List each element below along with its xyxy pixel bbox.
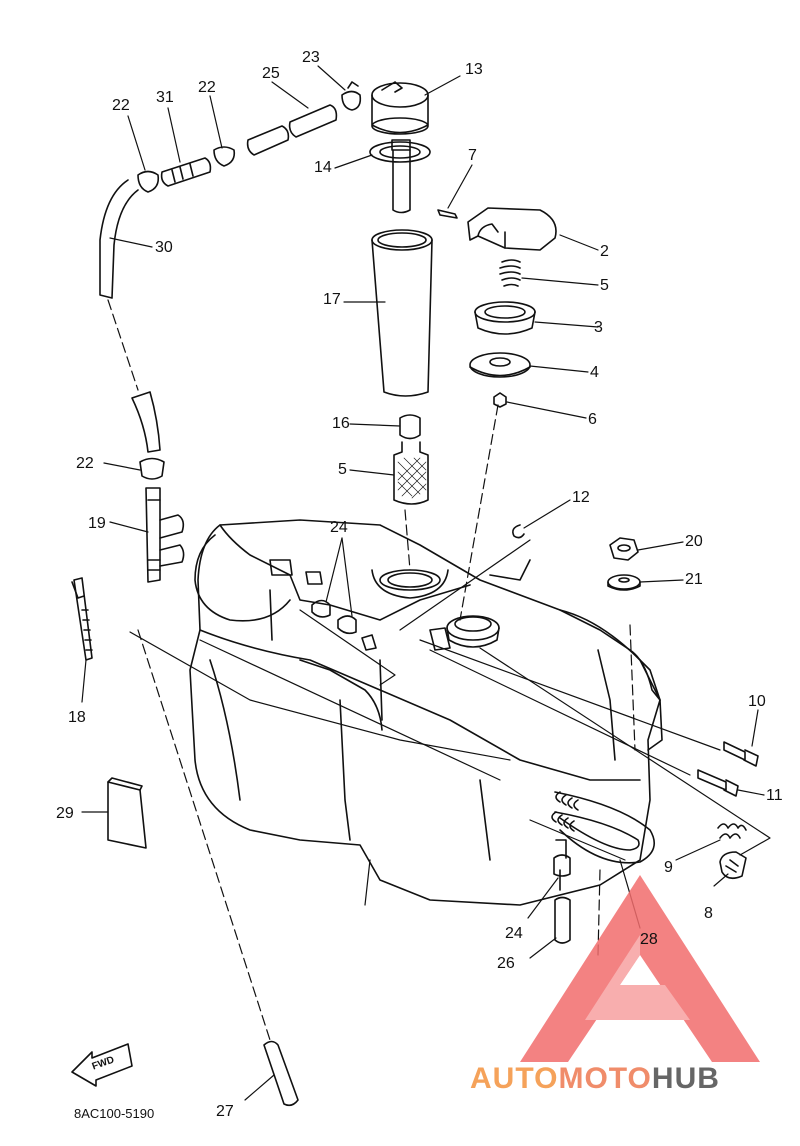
part-25-hose: [246, 104, 338, 156]
part-7-pin: [437, 209, 458, 219]
part-6-nut: [493, 392, 507, 408]
label-21: 21: [685, 571, 703, 588]
logo-moto: MOTO: [558, 1062, 652, 1095]
drawing-code: 8AC100-5190: [74, 1106, 155, 1121]
label-17: 17: [323, 291, 341, 308]
label-16: 16: [332, 415, 350, 432]
part-18-cable-tie: [71, 577, 93, 661]
label-leaders: [81, 65, 765, 1101]
label-24-b: 24: [505, 925, 523, 942]
fuel-tank: [189, 519, 663, 906]
label-24-a: 24: [330, 519, 348, 536]
logo-auto: AUTO: [470, 1062, 559, 1095]
label-28: 28: [640, 931, 658, 948]
part-10-bolt: [723, 741, 759, 767]
fwd-arrow: [71, 1043, 133, 1087]
watermark-triangle: [520, 875, 760, 1062]
label-30: 30: [155, 239, 173, 256]
label-9: 9: [664, 859, 673, 876]
label-13: 13: [465, 61, 483, 78]
label-2: 2: [600, 243, 609, 260]
label-25: 25: [262, 65, 280, 82]
part-22-clamp-lower: [139, 457, 165, 480]
part-27-drain-hose: [263, 1040, 299, 1107]
label-22-c: 22: [76, 455, 94, 472]
part-5-fuel-filter: [393, 441, 429, 505]
part-31-joint: [160, 157, 212, 187]
part-26-hose: [554, 896, 571, 944]
part-11-bolt: [697, 769, 739, 797]
part-21-washer: [607, 574, 641, 591]
label-11: 11: [766, 787, 783, 804]
part-29-pad: [107, 777, 147, 849]
part-12-clip: [512, 524, 525, 539]
part-3-cap-ring: [474, 301, 536, 335]
label-3: 3: [594, 319, 603, 336]
label-18: 18: [68, 709, 86, 726]
label-26: 26: [497, 955, 515, 972]
part-4-washer: [469, 352, 531, 378]
part-16-clamp: [399, 414, 421, 440]
construction-lines: [129, 539, 771, 906]
label-14: 14: [314, 159, 332, 176]
part-23-clamp: [341, 81, 362, 111]
label-6: 6: [588, 411, 597, 428]
part-30-hose: [99, 179, 139, 299]
label-4: 4: [590, 364, 599, 381]
part-14-gasket: [369, 141, 431, 163]
hose-segment: [131, 391, 161, 453]
label-7: 7: [468, 147, 477, 164]
part-17-filler-tube: [371, 229, 433, 397]
label-23: 23: [302, 49, 320, 66]
part-22-clamp-upper: [137, 146, 236, 193]
part-8-grommet: [719, 851, 747, 880]
label-31: 31: [156, 89, 174, 106]
label-22-b: 22: [112, 97, 130, 114]
part-5-spring: [499, 259, 521, 287]
part-2-cap: [467, 207, 557, 251]
label-27: 27: [216, 1103, 234, 1120]
label-22-a: 22: [198, 79, 216, 96]
part-20-nut: [609, 537, 639, 561]
label-20: 20: [685, 533, 703, 550]
part-24-clamps: [311, 599, 571, 891]
part-9-clip: [717, 823, 747, 839]
label-12: 12: [572, 489, 590, 506]
label-8: 8: [704, 905, 713, 922]
logo-hub: HUB: [651, 1062, 720, 1095]
label-19: 19: [88, 515, 106, 532]
part-19-tee: [145, 487, 185, 583]
part-13-filler-cap: [371, 81, 429, 214]
leader-lines: [107, 299, 636, 1041]
hose-28: [551, 791, 656, 864]
watermark-logo: AUTOMOTOHUB: [470, 1062, 720, 1096]
label-5-upper: 5: [600, 277, 609, 294]
label-10: 10: [748, 693, 766, 710]
label-5-lower: 5: [338, 461, 347, 478]
tank-filler-neck: [429, 615, 500, 651]
label-29: 29: [56, 805, 74, 822]
